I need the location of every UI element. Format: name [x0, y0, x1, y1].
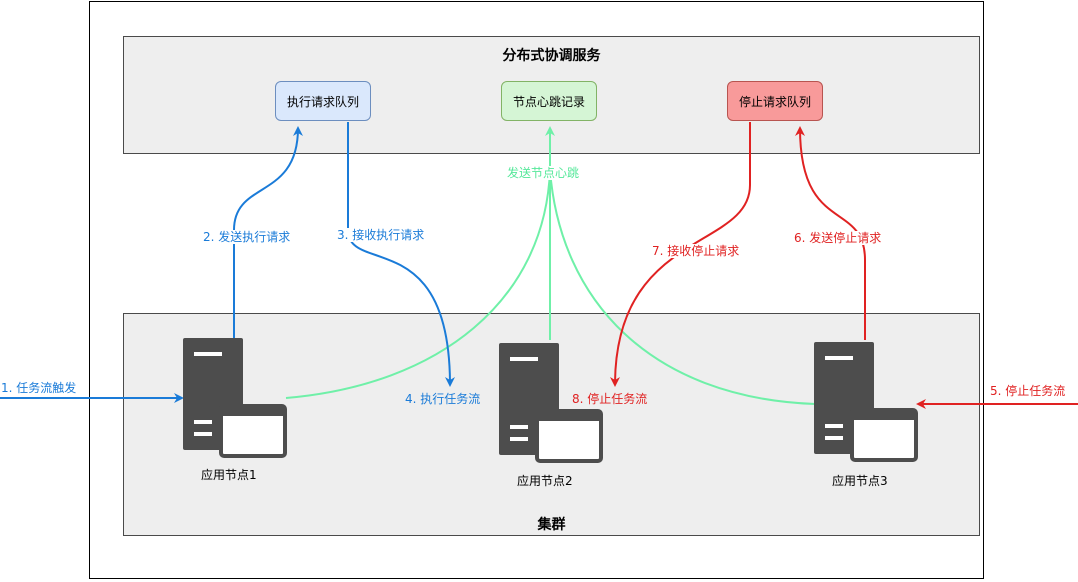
exec-request-queue-label: 执行请求队列: [286, 94, 359, 109]
server-icon-node1: [183, 338, 287, 458]
heartbeat-record-label: 节点心跳记录: [512, 94, 585, 109]
label-halt-flow: 8. 停止任务流: [572, 392, 648, 406]
heartbeat-line-node3: [549, 169, 816, 405]
send-stop-arrow: [795, 126, 866, 340]
send-exec-arrow: [233, 126, 303, 338]
coordination-service-title: 分布式协调服务: [502, 48, 601, 64]
label-stop-flow: 5. 停止任务流: [990, 384, 1066, 398]
label-send-stop: 6. 发送停止请求: [794, 231, 882, 245]
recv-exec-arrow: [347, 122, 455, 387]
node1-label: 应用节点1: [201, 468, 257, 482]
label-heartbeat: 发送节点心跳: [507, 166, 580, 180]
label-send-exec: 2. 发送执行请求: [203, 230, 291, 244]
stop-request-queue: 停止请求队列: [727, 81, 823, 121]
server-icon-node2: [499, 343, 603, 463]
server-icon-node3: [814, 342, 918, 462]
stop-request-queue-label: 停止请求队列: [738, 94, 811, 109]
heartbeat-line-node1: [285, 169, 551, 399]
label-trigger: 1. 任务流触发: [1, 381, 77, 395]
node2-label: 应用节点2: [517, 474, 573, 488]
cluster-title: 集群: [537, 517, 566, 533]
heartbeat-record: 节点心跳记录: [501, 81, 597, 121]
node3-label: 应用节点3: [832, 474, 888, 488]
diagram-frame: [89, 1, 984, 579]
label-recv-exec: 3. 接收执行请求: [337, 228, 425, 242]
label-recv-stop: 7. 接收停止请求: [652, 244, 740, 258]
label-run-flow: 4. 执行任务流: [405, 392, 481, 406]
exec-request-queue: 执行请求队列: [275, 81, 371, 121]
